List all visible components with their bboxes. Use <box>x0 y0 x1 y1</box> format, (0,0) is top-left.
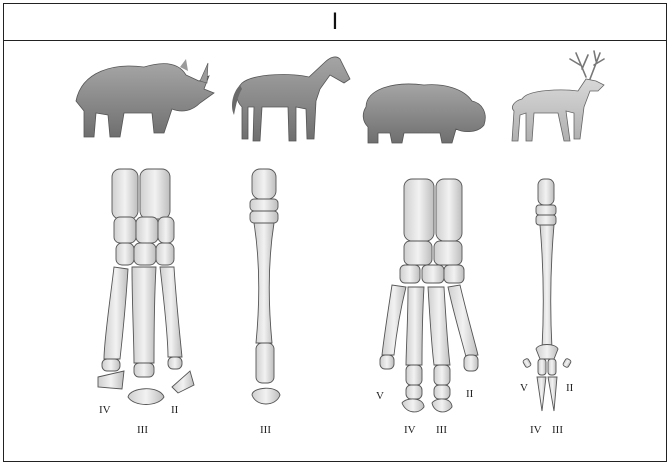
hippopotamus-digit-labels: V IV III II <box>376 388 474 436</box>
hippo-digit-label-ii: II <box>466 388 474 400</box>
figure-title: I <box>4 8 666 36</box>
hippo-digit-label-iv: IV <box>404 424 416 436</box>
rhinoceros-digit-labels: IV III II <box>99 404 179 436</box>
hippo-digit-label-v: V <box>376 390 384 402</box>
rhinoceros-foot-skeleton <box>98 169 194 405</box>
horse-illustration <box>232 57 350 141</box>
rhinoceros-illustration <box>76 59 214 137</box>
figure-header: I <box>4 4 666 41</box>
horse-digit-label-iii: III <box>260 424 271 436</box>
comparative-limb-diagram: IV III II III V IV III II V IV III II <box>4 41 668 461</box>
rhino-digit-label-iii: III <box>137 424 148 436</box>
deer-digit-labels: V IV III II <box>520 382 574 436</box>
deer-digit-label-ii: II <box>566 382 574 394</box>
deer-illustration <box>512 51 604 141</box>
deer-digit-label-iv: IV <box>530 424 542 436</box>
rhino-digit-label-ii: II <box>171 404 179 416</box>
horse-digit-labels: III <box>260 424 271 436</box>
rhino-digit-label-iv: IV <box>99 404 111 416</box>
deer-digit-label-iii: III <box>552 424 563 436</box>
horse-foot-skeleton <box>250 169 280 404</box>
hippopotamus-foot-skeleton <box>380 179 478 412</box>
figure-content: IV III II III V IV III II V IV III II <box>4 41 666 461</box>
deer-digit-label-v: V <box>520 382 528 394</box>
hippopotamus-illustration <box>363 84 485 143</box>
figure-frame: I <box>3 3 667 462</box>
hippo-digit-label-iii: III <box>436 424 447 436</box>
deer-foot-skeleton <box>522 179 571 411</box>
